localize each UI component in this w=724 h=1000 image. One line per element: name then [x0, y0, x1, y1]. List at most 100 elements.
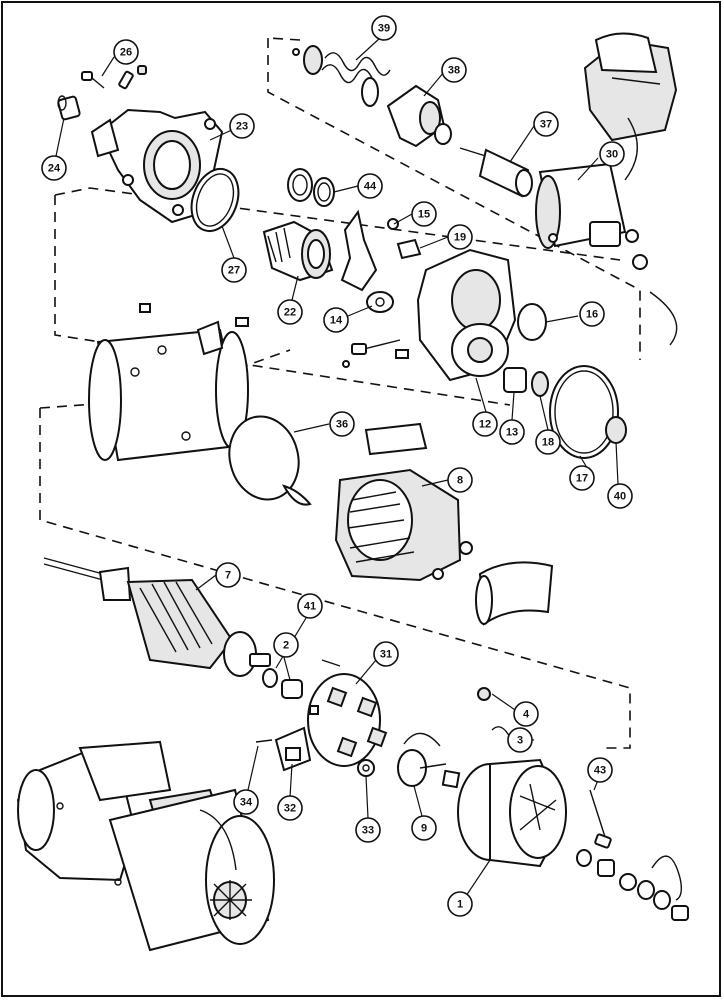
callout-33: 33 [355, 817, 381, 843]
callout-label: 22 [284, 307, 296, 319]
assembled-starter [16, 740, 275, 952]
callout-label: 41 [304, 601, 316, 613]
drive-housing-part [90, 108, 224, 224]
washer-part [605, 416, 627, 444]
callout-label: 30 [606, 149, 618, 161]
callout-label: 31 [380, 649, 392, 661]
callout-40: 40 [607, 483, 633, 509]
callout-label: 26 [120, 47, 132, 59]
callout-43: 43 [587, 757, 613, 783]
callout-label: 15 [418, 209, 430, 221]
plunger-spring-part [292, 45, 391, 107]
callout-8: 8 [447, 467, 473, 493]
callout-label: 38 [448, 65, 460, 77]
callout-label: 44 [364, 181, 377, 193]
callout-14: 14 [323, 307, 349, 333]
callout-7: 7 [215, 562, 241, 588]
callout-label: 18 [542, 437, 554, 449]
callout-34: 34 [233, 789, 259, 815]
seal-segment-part [281, 484, 312, 506]
bushing-part [281, 679, 303, 699]
solenoid-part [535, 117, 678, 346]
callout-4: 4 [513, 701, 539, 727]
insulator-band-part [475, 561, 554, 626]
callout-label: 17 [576, 473, 588, 485]
callout-2: 2 [273, 632, 299, 658]
callout-label: 7 [225, 570, 231, 582]
solenoid-cover-part [583, 32, 678, 142]
callout-label: 34 [240, 797, 253, 809]
callout-label: 19 [454, 232, 466, 244]
callout-1: 1 [447, 891, 473, 917]
callout-label: 40 [614, 491, 626, 503]
callout-label: 32 [284, 803, 296, 815]
callout-41: 41 [297, 593, 323, 619]
callout-label: 14 [330, 315, 343, 327]
callout-9: 9 [411, 815, 437, 841]
callout-19: 19 [447, 224, 473, 250]
callout-label: 24 [48, 163, 61, 175]
shift-lever-part [340, 209, 422, 313]
terminal-hardware-part [576, 849, 689, 921]
commutator-end-housing-part [457, 687, 567, 868]
through-bolt-part [589, 789, 612, 849]
callout-38: 38 [441, 57, 467, 83]
callout-label: 2 [283, 640, 289, 652]
callout-31: 31 [373, 641, 399, 667]
callout-label: 27 [228, 265, 240, 277]
callout-39: 39 [371, 15, 397, 41]
callout-label: 33 [362, 825, 374, 837]
callout-label: 8 [457, 475, 463, 487]
callout-label: 1 [457, 899, 463, 911]
callout-16: 16 [579, 301, 605, 327]
part-callouts: 1234789121314151617181922232426273031323… [41, 15, 633, 917]
callout-30: 30 [599, 141, 625, 167]
plunger-part [386, 84, 452, 148]
brush-spring-part [397, 732, 461, 789]
callout-label: 4 [523, 709, 530, 721]
callout-label: 37 [540, 119, 552, 131]
callout-17: 17 [569, 465, 595, 491]
o-ring-part [517, 303, 547, 341]
screw-part [81, 65, 147, 90]
callout-27: 27 [221, 257, 247, 283]
callout-label: 39 [378, 23, 390, 35]
callout-32: 32 [277, 795, 303, 821]
callout-label: 36 [336, 419, 348, 431]
callout-15: 15 [411, 201, 437, 227]
brush-clip-part [255, 726, 312, 772]
callout-22: 22 [277, 299, 303, 325]
thrust-washer-part [262, 668, 278, 688]
lever-housing-part [342, 248, 517, 382]
callout-23: 23 [229, 113, 255, 139]
callout-18: 18 [535, 429, 561, 455]
callout-36: 36 [329, 411, 355, 437]
armature-part [43, 557, 271, 677]
callout-44: 44 [357, 173, 383, 199]
field-frame-part [88, 303, 249, 462]
field-coil-part [334, 422, 473, 582]
callout-label: 13 [506, 427, 518, 439]
callout-label: 16 [586, 309, 598, 321]
callout-label: 12 [479, 419, 491, 431]
drive-pinion-part [262, 220, 334, 282]
callout-26: 26 [113, 39, 139, 65]
callout-label: 9 [421, 823, 427, 835]
callout-label: 3 [517, 735, 523, 747]
callout-label: 43 [594, 765, 606, 777]
field-o-ring-part [549, 365, 619, 459]
spring-clip-part [357, 759, 375, 777]
thrust-washer-part [287, 168, 335, 207]
brush-holder-part [307, 659, 388, 767]
plunger-shaft-part [459, 147, 533, 198]
callout-13: 13 [499, 419, 525, 445]
callout-label: 23 [236, 121, 248, 133]
callout-24: 24 [41, 155, 67, 181]
callout-12: 12 [472, 411, 498, 437]
frame-o-ring-part [228, 415, 300, 501]
bearing-part [503, 367, 549, 397]
callout-37: 37 [533, 111, 559, 137]
